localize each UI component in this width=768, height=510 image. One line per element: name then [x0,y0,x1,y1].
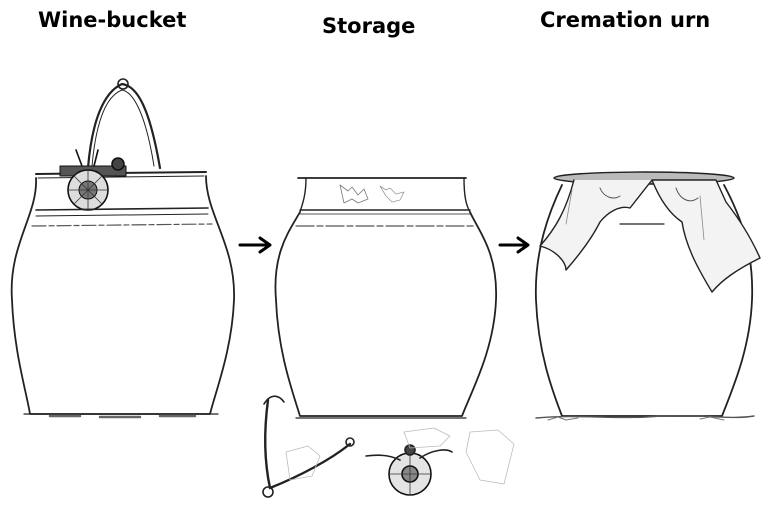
cloth-cover-icon [540,180,760,292]
storage-vessel [263,178,514,497]
arrow-right-icon [240,238,270,252]
arrow-right-icon [500,238,528,252]
wine-bucket-vessel [12,79,234,417]
cremation-urn-vessel [536,172,760,420]
bucket-attachment-fragment-icon [366,445,452,495]
